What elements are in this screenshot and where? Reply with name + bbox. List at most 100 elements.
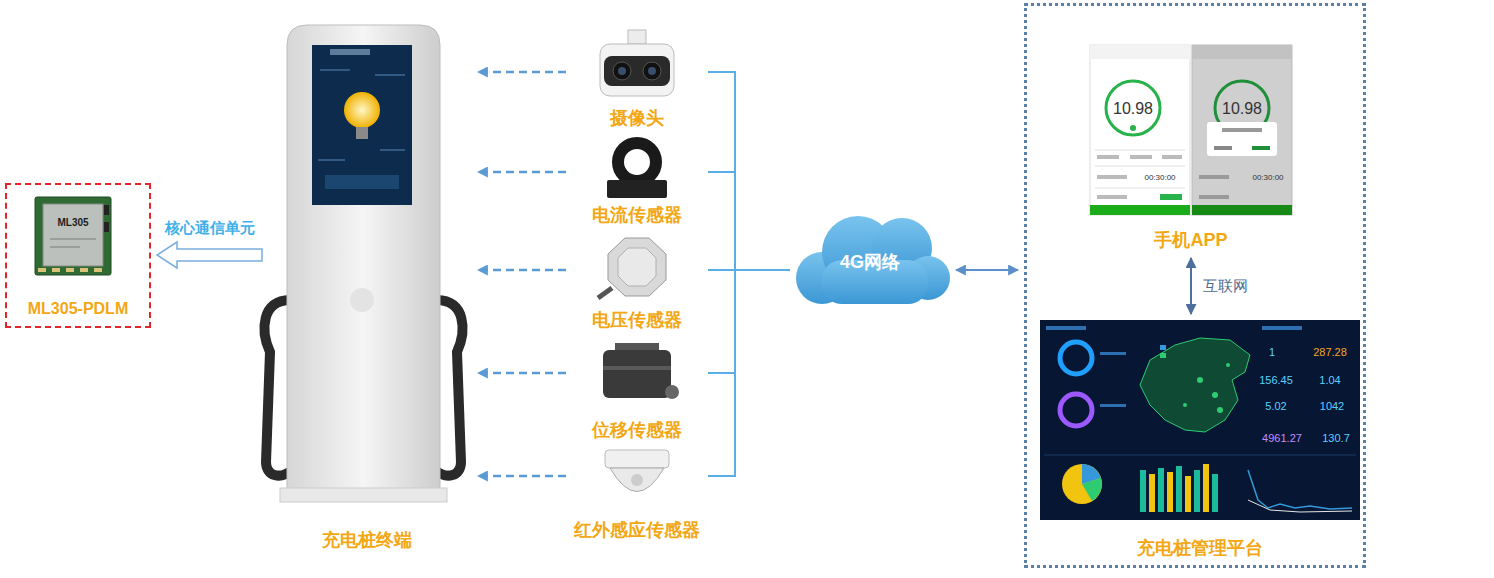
drawing-part bbox=[1090, 45, 1190, 215]
drawing-part bbox=[1248, 500, 1352, 512]
drawing-part bbox=[1090, 45, 1190, 59]
drawing-part bbox=[1095, 188, 1185, 189]
edge-label: 互联网 bbox=[1203, 277, 1248, 296]
drawing-part bbox=[1082, 478, 1102, 501]
drawing-part bbox=[330, 49, 370, 55]
drawing-part bbox=[1217, 407, 1223, 413]
drawing-part bbox=[1183, 403, 1187, 407]
drawing-part bbox=[603, 350, 671, 398]
drawing-part bbox=[1095, 166, 1185, 167]
dashed-arrow bbox=[478, 372, 566, 375]
drawing-part bbox=[1090, 205, 1190, 215]
node-label: 电压传感器 bbox=[592, 308, 682, 332]
sensor-node: 电压传感器 bbox=[566, 236, 708, 332]
network-cloud: 4G网络 bbox=[790, 208, 950, 308]
app-screen: 手机APP bbox=[1085, 45, 1297, 252]
drawing-part bbox=[94, 268, 102, 272]
double-arrow bbox=[956, 269, 1018, 271]
dashboard-value: 4961.27 bbox=[1262, 432, 1302, 444]
drawing-part bbox=[318, 70, 405, 160]
dashboard-value: 1 bbox=[1269, 346, 1275, 358]
drawing-part bbox=[603, 366, 671, 370]
screen-value: 10.98 bbox=[1113, 100, 1153, 118]
dashboard-value: 130.7 bbox=[1322, 432, 1350, 444]
drawing-part bbox=[1212, 392, 1218, 398]
drawing-part bbox=[325, 175, 399, 189]
drawing-part bbox=[1140, 338, 1250, 432]
drawing-part bbox=[613, 62, 631, 80]
dashboard-value: 5.02 bbox=[1265, 400, 1286, 412]
drawing-part bbox=[287, 25, 440, 495]
dashboard-value: 287.28 bbox=[1313, 346, 1347, 358]
drawing-part bbox=[1060, 394, 1092, 426]
drawing-part bbox=[1097, 195, 1127, 199]
dashboard-value: 156.45 bbox=[1259, 374, 1293, 386]
dashed-arrow bbox=[478, 475, 566, 478]
drawing-part bbox=[618, 67, 626, 75]
double-arrow bbox=[1190, 258, 1192, 314]
node-label: 4G网络 bbox=[840, 250, 900, 274]
dashboard-value: 1042 bbox=[1320, 400, 1344, 412]
drawing-part bbox=[52, 268, 60, 272]
drawing-part bbox=[598, 288, 612, 298]
drawing-part bbox=[1060, 342, 1092, 374]
drawing-part bbox=[1199, 195, 1229, 199]
node-label: ML305-PDLM bbox=[28, 298, 128, 320]
drawing-part bbox=[618, 143, 656, 181]
sensor-node: 位移传感器 bbox=[566, 343, 708, 442]
charging-pile: 充电桩终端 bbox=[262, 22, 472, 552]
drawing-part bbox=[1192, 45, 1292, 215]
drawing-part bbox=[43, 204, 103, 266]
drawing-part bbox=[1167, 472, 1173, 512]
drawing-part bbox=[605, 450, 669, 468]
drawing-part bbox=[628, 30, 646, 44]
drawing-part bbox=[280, 488, 447, 502]
drawing-part bbox=[104, 205, 109, 215]
drawing-part bbox=[1212, 474, 1218, 512]
bracket-line bbox=[708, 270, 790, 476]
dashed-arrow bbox=[478, 269, 566, 272]
bracket-line bbox=[708, 270, 790, 373]
drawing-part bbox=[643, 62, 661, 80]
drawing-part bbox=[1160, 345, 1166, 350]
drawing-part bbox=[618, 248, 656, 286]
drawing-part bbox=[1197, 377, 1203, 383]
drawing-part bbox=[66, 268, 74, 272]
screen-value: 00:30:00 bbox=[1252, 173, 1283, 182]
drawing-part bbox=[1044, 455, 1356, 456]
drawing-part bbox=[1160, 353, 1166, 358]
drawing-part bbox=[1046, 326, 1086, 330]
drawing-part bbox=[1100, 404, 1126, 407]
drawing-part bbox=[1203, 464, 1209, 512]
node-label: 位移传感器 bbox=[592, 418, 682, 442]
drawing-part bbox=[50, 246, 80, 248]
platform-group: 手机APP 充电桩管理平台 bbox=[1024, 3, 1366, 568]
drawing-part bbox=[1248, 470, 1352, 509]
dashed-arrow bbox=[478, 71, 566, 74]
drawing-part bbox=[1185, 476, 1191, 512]
drawing-part bbox=[1199, 175, 1229, 179]
drawing-part bbox=[631, 474, 643, 486]
drawing-part bbox=[1194, 470, 1200, 512]
drawing-part bbox=[610, 468, 664, 492]
drawing-part bbox=[1040, 320, 1360, 520]
dashed-arrow bbox=[478, 171, 566, 174]
drawing-part bbox=[1106, 81, 1160, 135]
voltage-sensor-icon bbox=[598, 238, 666, 298]
sensor-node: 电流传感器 bbox=[566, 138, 708, 227]
drawing-part bbox=[1097, 175, 1127, 179]
node-label: 摄像头 bbox=[610, 106, 664, 130]
drawing-part bbox=[38, 268, 46, 272]
drawing-part bbox=[1160, 194, 1182, 200]
drawing-part bbox=[50, 238, 96, 240]
drawing-part bbox=[80, 268, 88, 272]
drawing-part bbox=[1100, 352, 1126, 355]
drawing-part bbox=[1192, 45, 1292, 59]
drawing-part bbox=[1176, 466, 1182, 512]
node-label: 充电桩管理平台 bbox=[1137, 536, 1263, 560]
bracket-line bbox=[708, 72, 790, 270]
